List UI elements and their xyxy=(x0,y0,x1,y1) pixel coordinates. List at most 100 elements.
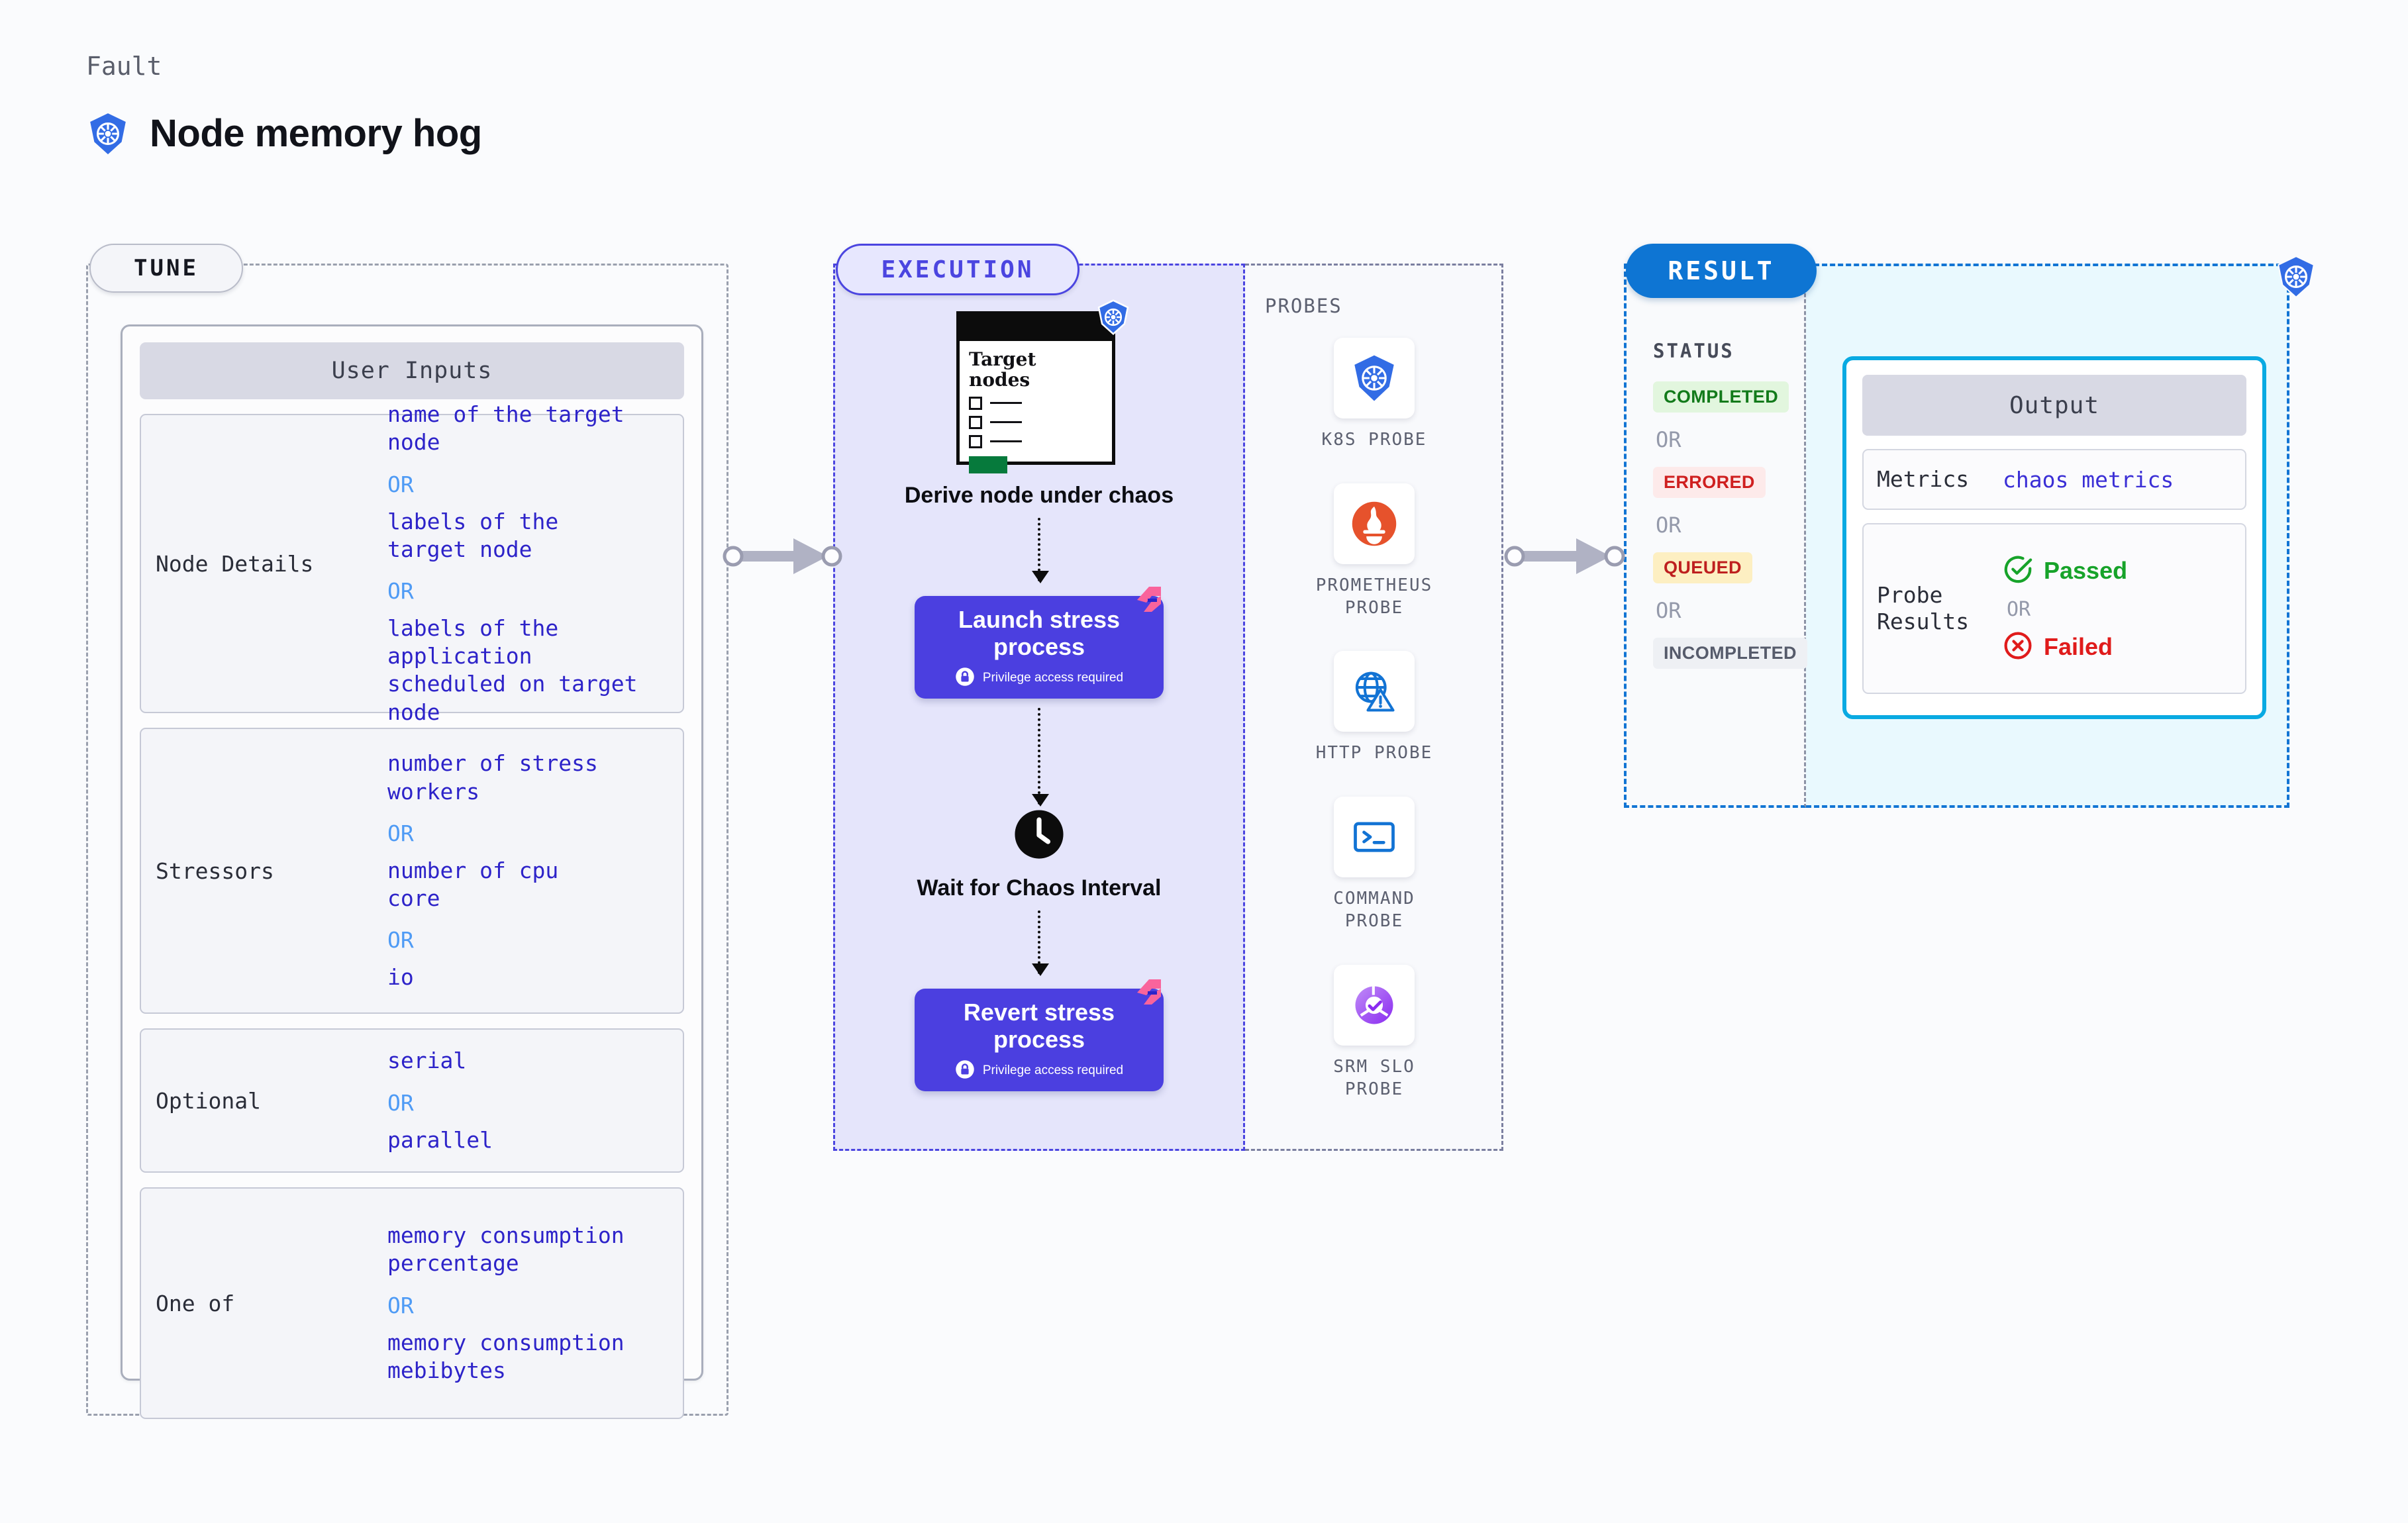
probe-item-command[interactable]: COMMAND PROBE xyxy=(1333,797,1415,933)
user-inputs-title: User Inputs xyxy=(140,342,684,399)
failed-label: Failed xyxy=(2044,632,2113,660)
flow-arrow xyxy=(1032,708,1049,807)
kubernetes-icon xyxy=(1333,338,1415,418)
step-revert-stress-process[interactable]: Revert stress process Privilege access r… xyxy=(915,979,1164,1092)
probe-item-http[interactable]: HTTP PROBE xyxy=(1316,651,1433,765)
slo-donut-check-icon xyxy=(1333,964,1415,1046)
step-launch-stress-process[interactable]: Launch stress process Privilege access r… xyxy=(915,587,1164,699)
kubernetes-icon xyxy=(86,112,130,156)
kubernetes-icon xyxy=(2274,255,2318,301)
value-text: memory consumption mebibytes xyxy=(387,1329,625,1383)
row-values: name of the target node OR labels of the… xyxy=(387,401,668,726)
probes-list: K8S PROBE PROMETHEUS PROBE xyxy=(1245,338,1503,1132)
tune-pill[interactable]: TUNE xyxy=(89,244,243,293)
or-separator: OR xyxy=(1656,427,1681,452)
connector-arrow-execution-to-result xyxy=(1504,538,1625,574)
row-label: Probe Results xyxy=(1877,582,1970,634)
value-text: serial xyxy=(387,1048,467,1074)
result-pill[interactable]: RESULT xyxy=(1626,244,1817,298)
status-badge-incompleted: INCOMPLETED xyxy=(1653,638,1807,669)
target-nodes-title: Target nodes xyxy=(969,348,1036,391)
value-text: labels of the target node xyxy=(387,508,559,562)
fault-kicker: Fault xyxy=(86,52,162,81)
probe-item-srm-slo[interactable]: SRM SLO PROBE xyxy=(1333,964,1415,1101)
or-separator: OR xyxy=(387,820,414,846)
probe-item-prometheus[interactable]: PROMETHEUS PROBE xyxy=(1316,483,1433,620)
or-separator: OR xyxy=(387,1292,414,1318)
or-separator: OR xyxy=(2007,597,2031,621)
row-label: One of xyxy=(156,1290,235,1316)
tune-row-one-of: One of memory consumption percentage OR … xyxy=(140,1187,684,1419)
value-text: labels of the application scheduled on t… xyxy=(387,615,638,725)
row-label: Metrics xyxy=(1877,466,1970,493)
privilege-note: Privilege access required xyxy=(955,1059,1123,1082)
output-row-probe-results: Probe Results Passed OR xyxy=(1862,523,2246,694)
tune-row-node-details: Node Details name of the target node OR … xyxy=(140,401,684,725)
probe-result-values: Passed OR Failed xyxy=(2003,554,2127,663)
step-label-wait-for-chaos: Wait for Chaos Interval xyxy=(917,875,1162,901)
privilege-text: Privilege access required xyxy=(982,1063,1124,1077)
value-text: parallel xyxy=(387,1126,493,1153)
row-values: number of stress workers OR number of cp… xyxy=(387,750,668,991)
privilege-text: Privilege access required xyxy=(982,670,1124,685)
lock-icon xyxy=(955,667,975,689)
step-label-derive-node: Derive node under chaos xyxy=(904,483,1174,508)
flow-arrow xyxy=(1032,518,1049,584)
probe-label: HTTP PROBE xyxy=(1315,743,1433,763)
row-values: memory consumption percentage OR memory … xyxy=(387,1222,668,1385)
or-separator: OR xyxy=(1656,513,1681,538)
status-list: COMPLETED OR ERRORED OR QUEUED OR INCOMP… xyxy=(1653,381,1807,669)
passed-label: Passed xyxy=(2044,556,2128,584)
privilege-note: Privilege access required xyxy=(955,667,1123,689)
close-circle-icon xyxy=(2003,630,2033,663)
value-text: io xyxy=(387,964,414,991)
harness-icon xyxy=(1132,584,1166,617)
or-separator: OR xyxy=(387,578,414,604)
flow-arrow xyxy=(1032,910,1049,977)
page-title: Node memory hog xyxy=(150,112,482,155)
status-badge-completed: COMPLETED xyxy=(1653,381,1789,413)
status-badge-errored: ERRORED xyxy=(1653,467,1766,498)
value-text: name of the target node xyxy=(387,401,625,456)
execution-flow: Target nodes Derive node u xyxy=(833,299,1245,1092)
probes-heading: PROBES xyxy=(1265,295,1342,317)
status-heading: STATUS xyxy=(1653,340,1734,362)
kubernetes-icon xyxy=(1095,299,1131,338)
probe-label: COMMAND PROBE xyxy=(1333,889,1415,931)
or-separator: OR xyxy=(387,1089,414,1116)
or-separator: OR xyxy=(387,927,414,954)
output-title: Output xyxy=(1862,375,2246,436)
check-circle-icon xyxy=(2003,554,2033,587)
row-label: Optional xyxy=(156,1087,261,1114)
clock-icon xyxy=(1013,809,1065,863)
target-nodes-card-icon: Target nodes xyxy=(956,299,1129,473)
probe-label: K8S PROBE xyxy=(1321,430,1427,450)
tune-row-optional: Optional serial OR parallel xyxy=(140,1028,684,1173)
probe-item-k8s[interactable]: K8S PROBE xyxy=(1322,338,1427,452)
step-title: Revert stress process xyxy=(963,998,1115,1053)
prometheus-icon xyxy=(1333,483,1415,564)
probe-result-failed: Failed xyxy=(2003,630,2127,663)
tune-row-stressors: Stressors number of stress workers OR nu… xyxy=(140,728,684,1014)
lock-icon xyxy=(955,1059,975,1082)
value-text: number of stress workers xyxy=(387,750,598,805)
probe-label: PROMETHEUS PROBE xyxy=(1315,575,1433,618)
or-separator: OR xyxy=(387,471,414,497)
value-text: number of cpu core xyxy=(387,857,559,912)
row-value: chaos metrics xyxy=(2003,466,2174,493)
or-separator: OR xyxy=(1656,598,1681,623)
user-inputs-card: User Inputs Node Details name of the tar… xyxy=(121,324,703,1419)
connector-arrow-tune-to-execution xyxy=(723,538,842,574)
harness-icon xyxy=(1132,977,1166,1010)
terminal-icon xyxy=(1333,797,1415,878)
fault-title-row: Node memory hog xyxy=(86,111,482,156)
globe-warning-icon xyxy=(1333,651,1415,732)
probe-label: SRM SLO PROBE xyxy=(1333,1056,1415,1099)
row-label: Stressors xyxy=(156,858,274,884)
value-text: memory consumption percentage xyxy=(387,1222,625,1277)
status-badge-queued: QUEUED xyxy=(1653,552,1752,583)
result-status-boundary xyxy=(1624,264,1806,808)
execution-pill[interactable]: EXECUTION xyxy=(836,244,1079,295)
probe-result-passed: Passed xyxy=(2003,554,2127,587)
